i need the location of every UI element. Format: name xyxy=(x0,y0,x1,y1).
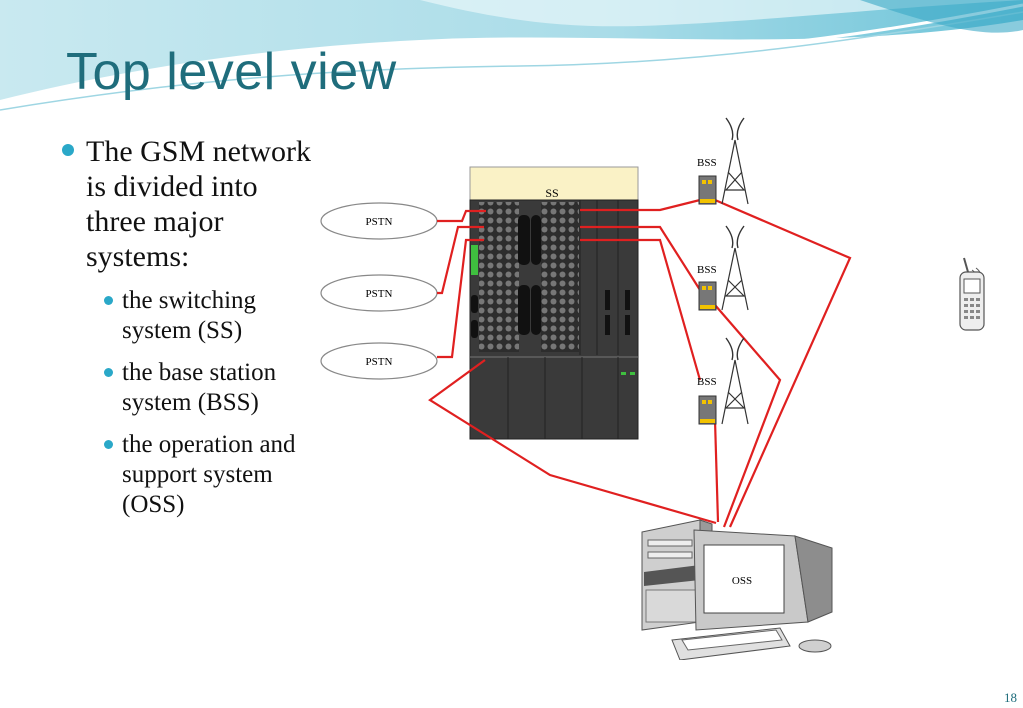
mobile-phone-icon xyxy=(959,257,985,331)
bss-label: BSS xyxy=(697,264,717,276)
pstn-node-3: PSTN xyxy=(320,342,438,380)
sub-bullet-oss: the operation and support system (OSS) xyxy=(86,430,324,520)
pstn-label: PSTN xyxy=(366,356,393,368)
bss-tower-1: BSS xyxy=(697,117,749,205)
oss-label: OSS xyxy=(732,575,752,587)
sub-bullet-list: the switching system (SS) the base stati… xyxy=(86,286,324,520)
gsm-network-diagram: PSTN PSTN PSTN SS xyxy=(320,117,985,660)
ss-label: SS xyxy=(545,186,558,200)
pstn-label: PSTN xyxy=(366,216,393,228)
bss-label: BSS xyxy=(697,157,717,169)
bullet-dot-icon xyxy=(104,296,113,305)
bullet-list: The GSM network is divided into three ma… xyxy=(62,134,324,532)
bullet-dot-icon xyxy=(104,440,113,449)
slide-number: 18 xyxy=(1004,690,1017,705)
main-bullet: The GSM network is divided into three ma… xyxy=(62,134,324,520)
bullet-dot-icon xyxy=(62,144,74,156)
switching-system-rack: SS xyxy=(469,166,639,440)
sub-bullet-ss: the switching system (SS) xyxy=(86,286,324,346)
sub-bullet-text: the base station system (BSS) xyxy=(122,359,277,416)
pstn-node-1: PSTN xyxy=(320,202,438,240)
header-waves xyxy=(0,0,1023,111)
pstn-node-2: PSTN xyxy=(320,274,438,312)
slide-title: Top level view xyxy=(66,43,397,101)
network-links xyxy=(428,198,852,528)
sub-bullet-text: the switching system (SS) xyxy=(122,287,257,344)
bss-tower-2: BSS xyxy=(697,225,749,311)
oss-computer: OSS xyxy=(641,519,833,660)
bss-tower-3: BSS xyxy=(697,337,749,425)
sub-bullet-text: the operation and support system (OSS) xyxy=(122,431,296,518)
sub-bullet-bss: the base station system (BSS) xyxy=(86,358,324,418)
pstn-label: PSTN xyxy=(366,288,393,300)
bullet-dot-icon xyxy=(104,368,113,377)
main-bullet-text: The GSM network is divided into three ma… xyxy=(86,135,311,273)
bss-label: BSS xyxy=(697,376,717,388)
